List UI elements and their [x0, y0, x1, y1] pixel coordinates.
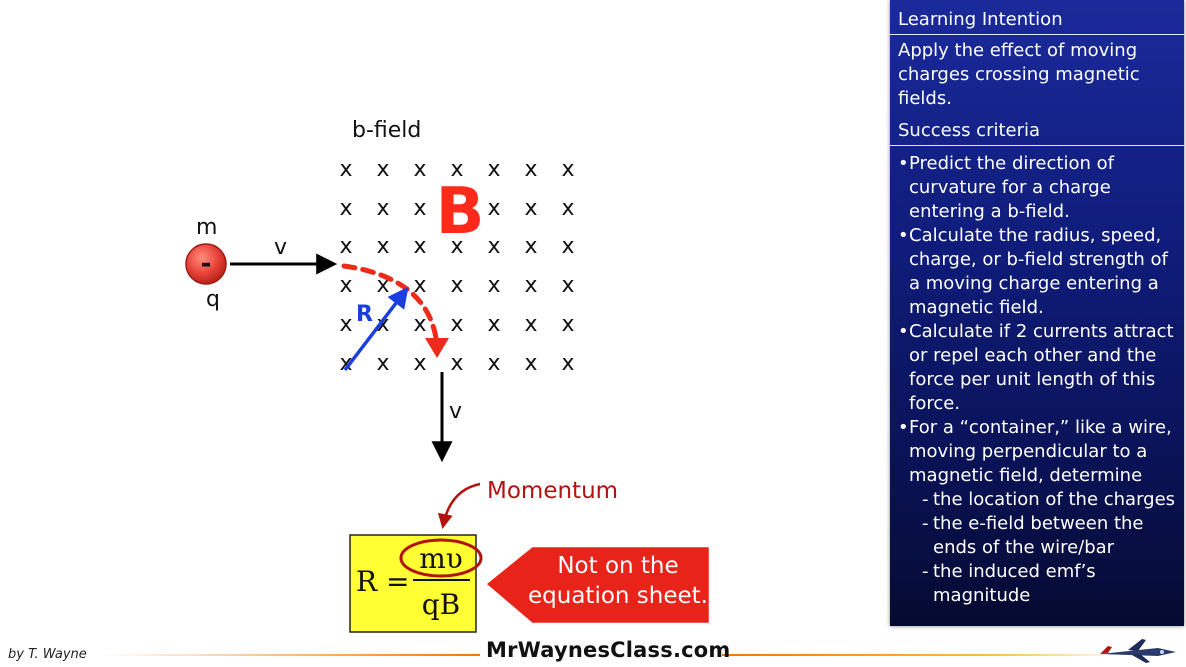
learning-intention-heading: Learning Intention: [890, 0, 1184, 35]
criteria-item: Predict the direction of curvature for a…: [898, 152, 1178, 224]
sub-criteria-item: the location of the charges: [898, 488, 1178, 512]
big-b-letter: B: [436, 175, 485, 249]
field-marker: x: [376, 196, 389, 221]
field-marker: x: [339, 273, 352, 298]
field-marker: x: [413, 234, 426, 259]
momentum-label: Momentum: [487, 478, 618, 504]
formula-box: [349, 534, 477, 633]
sub-criteria-item: the e-field between the ends of the wire…: [898, 512, 1178, 560]
field-marker: x: [376, 157, 389, 182]
note-line-2: equation sheet.: [528, 583, 708, 609]
field-marker: x: [524, 157, 537, 182]
formula-denominator: qB: [422, 588, 461, 621]
field-marker: x: [487, 196, 500, 221]
field-marker: x: [376, 351, 389, 376]
b-field-label: b-field: [352, 118, 421, 143]
negative-charge: [185, 243, 227, 285]
learning-intention-text: Apply the effect of moving charges cross…: [898, 40, 1140, 109]
field-marker: x: [561, 312, 574, 337]
field-marker: x: [524, 273, 537, 298]
field-marker: x: [561, 351, 574, 376]
note-line-1: Not on the: [557, 553, 678, 579]
velocity-label-outgoing: v: [449, 399, 462, 424]
field-marker: x: [413, 157, 426, 182]
curved-trajectory: [341, 263, 440, 348]
field-marker: x: [339, 157, 352, 182]
field-marker: x: [413, 196, 426, 221]
field-marker: x: [450, 312, 463, 337]
field-marker: x: [413, 273, 426, 298]
jet-logo-icon: [1100, 639, 1176, 663]
author-credit: by T. Wayne: [8, 647, 87, 662]
mass-label: m: [196, 215, 217, 240]
momentum-pointer-arrow: [437, 482, 481, 529]
field-marker: x: [487, 234, 500, 259]
field-marker: x: [561, 196, 574, 221]
radius-arrow: [343, 286, 409, 372]
field-marker: x: [561, 273, 574, 298]
success-criteria-list: Predict the direction of curvature for a…: [890, 146, 1184, 608]
criteria-item: Calculate the radius, speed, charge, or …: [898, 224, 1178, 320]
field-marker: x: [450, 234, 463, 259]
field-marker: x: [339, 312, 352, 337]
learning-panel: Learning Intention Apply the effect of m…: [890, 0, 1184, 626]
field-marker: x: [487, 157, 500, 182]
trajectory-arrowhead: [425, 338, 449, 358]
field-marker: x: [339, 234, 352, 259]
charge-label: q: [206, 287, 220, 312]
field-marker: x: [339, 196, 352, 221]
field-marker: x: [561, 157, 574, 182]
sub-criteria-item: the induced emf’s magnitude: [898, 560, 1178, 608]
footer-line-right: [722, 654, 1102, 656]
field-marker: x: [524, 196, 537, 221]
field-marker: x: [524, 351, 537, 376]
formula-numerator: mυ: [419, 542, 463, 575]
site-name-link[interactable]: MrWaynesClass.com: [486, 638, 731, 662]
field-marker: x: [487, 351, 500, 376]
note-callout-arrow: [483, 544, 712, 626]
field-marker: x: [413, 312, 426, 337]
criteria-item: Calculate if 2 currents attract or repel…: [898, 320, 1178, 416]
field-marker: x: [450, 351, 463, 376]
field-marker: x: [450, 273, 463, 298]
field-marker: x: [524, 312, 537, 337]
field-marker: x: [339, 351, 352, 376]
field-marker: x: [450, 157, 463, 182]
success-criteria-heading: Success criteria: [890, 115, 1184, 146]
field-marker: x: [524, 234, 537, 259]
field-marker: x: [376, 234, 389, 259]
field-marker: x: [487, 312, 500, 337]
charge-sign: -: [201, 249, 212, 279]
formula-lhs: R =: [356, 565, 409, 598]
field-marker: x: [561, 234, 574, 259]
velocity-label-incoming: v: [274, 235, 287, 260]
criteria-item: For a “container,” like a wire, moving p…: [898, 416, 1178, 488]
footer-line-left: [100, 654, 480, 656]
radius-label: R: [356, 302, 373, 327]
momentum-highlight-ellipse: [399, 538, 483, 578]
field-marker: x: [413, 351, 426, 376]
field-marker: x: [487, 273, 500, 298]
